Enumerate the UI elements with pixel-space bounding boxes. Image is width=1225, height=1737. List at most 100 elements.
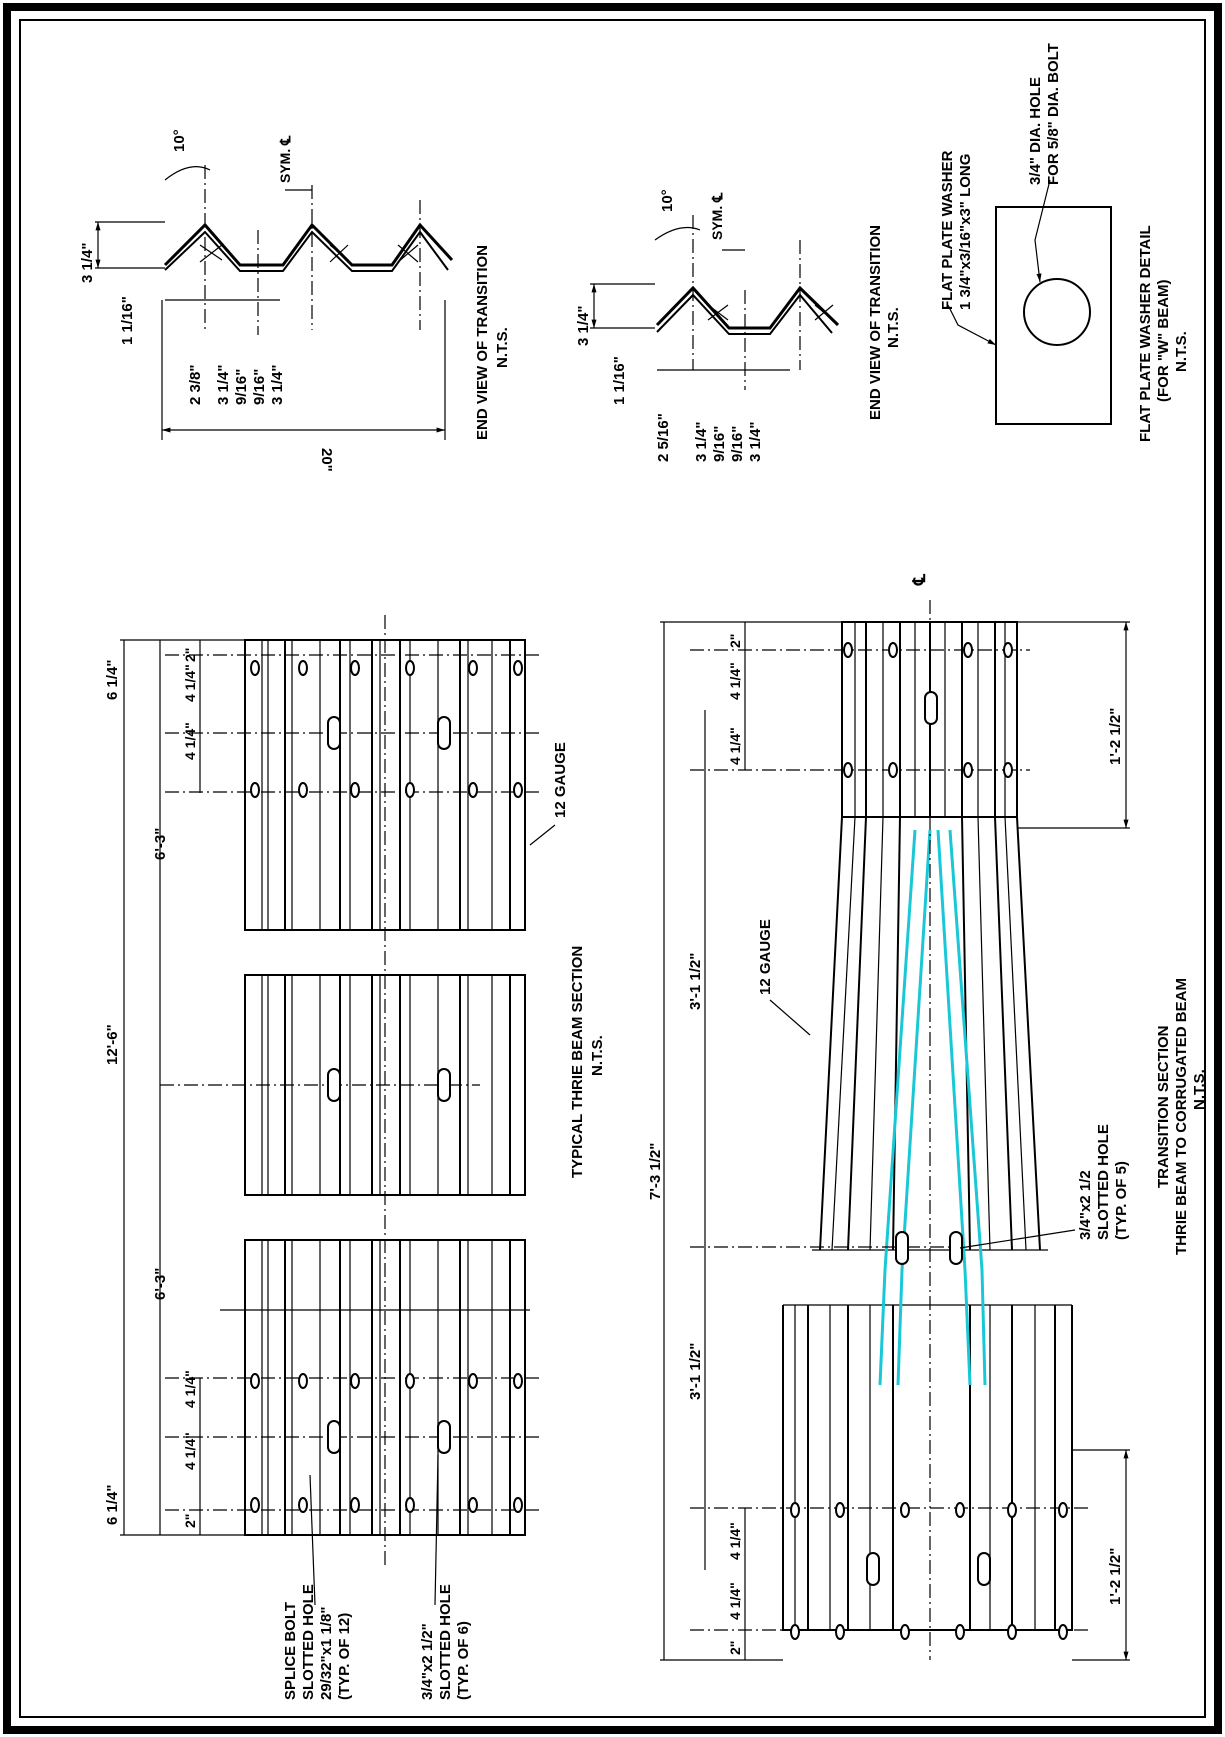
end-view-2-thickness: 1 1/16" bbox=[611, 356, 628, 405]
transition-dim-2a: 2" bbox=[727, 634, 743, 648]
end-view-1-profile-inner bbox=[164, 230, 449, 272]
thrie-holes bbox=[250, 660, 523, 1513]
end-view-1-tick bbox=[397, 244, 419, 263]
end-view-2-dim: 3 1/4" bbox=[693, 422, 710, 462]
end-view-1-dim: 9/16" bbox=[233, 369, 250, 405]
thrie-gauge-leader bbox=[529, 824, 556, 846]
thrie-half-a: 6'-3" bbox=[152, 828, 169, 860]
transition-dim-2b: 2" bbox=[727, 1641, 743, 1655]
washer-hole-1: 3/4" DIA. HOLE bbox=[1027, 77, 1044, 185]
end-view-1-dim: 2 3/8" bbox=[187, 365, 204, 405]
thrie-splice-2: SLOTTED HOLE bbox=[300, 1584, 317, 1700]
transition-highlight bbox=[878, 829, 987, 1386]
washer-plate-leader bbox=[947, 304, 997, 346]
thrie-gauge: 12 GAUGE bbox=[552, 742, 569, 818]
transition-overall: 7'-3 1/2" bbox=[647, 1143, 664, 1200]
thrie-slot-3: (TYP. OF 6) bbox=[455, 1621, 472, 1700]
thrie-dim-2a: 2" bbox=[182, 648, 198, 662]
transition-gauge-leader bbox=[769, 999, 811, 1036]
thrie-dim-4b: 4 1/4" bbox=[182, 664, 198, 702]
end-view-2-angle: 10° bbox=[659, 189, 676, 212]
transition-section: ℄ 2" 4 1/4" 4 1/4" 3'-1 1/2" 7'-3 1/2" 3… bbox=[647, 573, 1208, 1661]
transition-dim-4c: 4 1/4" bbox=[727, 1522, 743, 1560]
thrie-overall: 12'-6" bbox=[104, 1024, 121, 1065]
end-view-1-tick bbox=[199, 244, 223, 263]
end-view-2-profile bbox=[655, 285, 840, 330]
transition-width-b: 1'-2 1/2" bbox=[1107, 1548, 1124, 1605]
washer-hole-2: FOR 5/8" DIA. BOLT bbox=[1045, 43, 1062, 185]
transition-slot-1: 3/4"x2 1/2 bbox=[1077, 1170, 1094, 1240]
thrie-dim-2b: 2" bbox=[182, 1514, 198, 1528]
washer-hole-leader bbox=[1034, 179, 1051, 283]
transition-width-a: 1'-2 1/2" bbox=[1107, 708, 1124, 765]
transition-cl: ℄ bbox=[910, 573, 929, 586]
washer-title-1: FLAT PLATE WASHER DETAIL bbox=[1137, 225, 1154, 442]
end-view-2-sym: SYM. ℄ bbox=[709, 192, 725, 240]
end-view-1-dim: 9/16" bbox=[251, 369, 268, 405]
washer-detail: FLAT PLATE WASHER 1 3/4"x3/16"x3" LONG 3… bbox=[939, 43, 1190, 442]
end-view-2-dim: 9/16" bbox=[729, 426, 746, 462]
transition-title-2: THRIE BEAM TO CORRUGATED BEAM bbox=[1173, 978, 1190, 1255]
transition-holes bbox=[790, 642, 1068, 1640]
washer-title-2: (FOR "W" BEAM) bbox=[1155, 279, 1172, 402]
washer-plate bbox=[995, 206, 1112, 425]
thrie-slot-leader bbox=[434, 1454, 439, 1606]
transition-dim-4d: 4 1/4" bbox=[727, 1582, 743, 1620]
end-view-1-height: 3 1/4" bbox=[79, 243, 96, 283]
sheet-border bbox=[3, 3, 1222, 1734]
thrie-splice-4: (TYP. OF 12) bbox=[336, 1613, 353, 1700]
sheet-inner-border bbox=[19, 19, 1206, 1718]
thrie-dim-4d: 4 1/4" bbox=[182, 1432, 198, 1470]
thrie-scale: N.T.S. bbox=[589, 1035, 606, 1076]
end-view-2-tick bbox=[814, 304, 834, 321]
thrie-splice-3: 29/32"x1 1/8" bbox=[318, 1607, 335, 1700]
end-view-1-tick bbox=[329, 244, 349, 261]
transition-slot-leader bbox=[959, 1229, 1076, 1249]
transition-corrugations bbox=[794, 622, 1056, 1630]
washer-hole bbox=[1023, 278, 1091, 346]
washer-scale: N.T.S. bbox=[1173, 331, 1190, 372]
transition-lower bbox=[782, 1305, 1073, 1631]
transition-slot-2: SLOTTED HOLE bbox=[1095, 1124, 1112, 1240]
thrie-splice-1: SPLICE BOLT bbox=[282, 1602, 299, 1700]
washer-callout-2: 1 3/4"x3/16"x3" LONG bbox=[957, 154, 974, 310]
transition-dim-4a: 4 1/4" bbox=[727, 662, 743, 700]
end-view-1-tick bbox=[329, 244, 349, 263]
transition-title-1: TRANSITION SECTION bbox=[1155, 1025, 1172, 1188]
end-view-2-height: 3 1/4" bbox=[575, 306, 592, 346]
end-view-2-scale: N.T.S. bbox=[885, 307, 902, 348]
end-view-2-dim: 2 5/16" bbox=[655, 413, 672, 462]
end-view-1-tick bbox=[199, 244, 223, 261]
end-view-1-dim: 3 1/4" bbox=[215, 365, 232, 405]
end-view-1-sym: SYM. ℄ bbox=[277, 135, 293, 183]
transition-scale: N.T.S. bbox=[1191, 1069, 1208, 1110]
end-view-2-profile-inner bbox=[656, 293, 833, 335]
thrie-end-a: 6 1/4" bbox=[104, 660, 121, 700]
transition-gauge: 12 GAUGE bbox=[757, 919, 774, 995]
end-view-2-tick bbox=[707, 304, 729, 321]
transition-half-b: 3'-1 1/2" bbox=[687, 1343, 704, 1400]
thrie-beam-section: 6 1/4" 6'-3" 12'-6" 6'-3" 6 1/4" 4 1/4" … bbox=[104, 615, 606, 1700]
thrie-slot-2: SLOTTED HOLE bbox=[437, 1584, 454, 1700]
end-view-1-thickness: 1 1/16" bbox=[119, 296, 136, 345]
thrie-half-b: 6'-3" bbox=[152, 1268, 169, 1300]
end-view-1-title: END VIEW OF TRANSITION bbox=[474, 245, 491, 440]
thrie-slot-1: 3/4"x2 1/2" bbox=[419, 1623, 436, 1700]
thrie-dim-4a: 4 1/4" bbox=[182, 722, 198, 760]
end-view-1-angle-arc bbox=[164, 166, 211, 181]
transition-dim-4b: 4 1/4" bbox=[727, 727, 743, 765]
end-view-2-angle-arc bbox=[654, 227, 701, 241]
end-view-1-profile bbox=[163, 222, 454, 267]
thrie-dim-4c: 4 1/4" bbox=[182, 1370, 198, 1408]
transition-half-a: 3'-1 1/2" bbox=[687, 953, 704, 1010]
end-view-2-dim: 9/16" bbox=[711, 426, 728, 462]
washer-callout-1: FLAT PLATE WASHER bbox=[939, 150, 956, 310]
thrie-corrugations bbox=[261, 640, 511, 1535]
thrie-splice-leader bbox=[309, 1474, 316, 1606]
end-view-1-angle: 10° bbox=[171, 129, 188, 152]
end-view-1: 10° SYM. ℄ 3 1/4" 1 1/16" 2 3/8" 3 1/4" … bbox=[79, 129, 511, 471]
transition-slot-3: (TYP. OF 5) bbox=[1113, 1161, 1130, 1240]
end-view-2: 10° SYM. ℄ 3 1/4" 1 1/16" 2 5/16" 3 1/4"… bbox=[575, 189, 902, 462]
end-view-2-dim: 3 1/4" bbox=[747, 422, 764, 462]
